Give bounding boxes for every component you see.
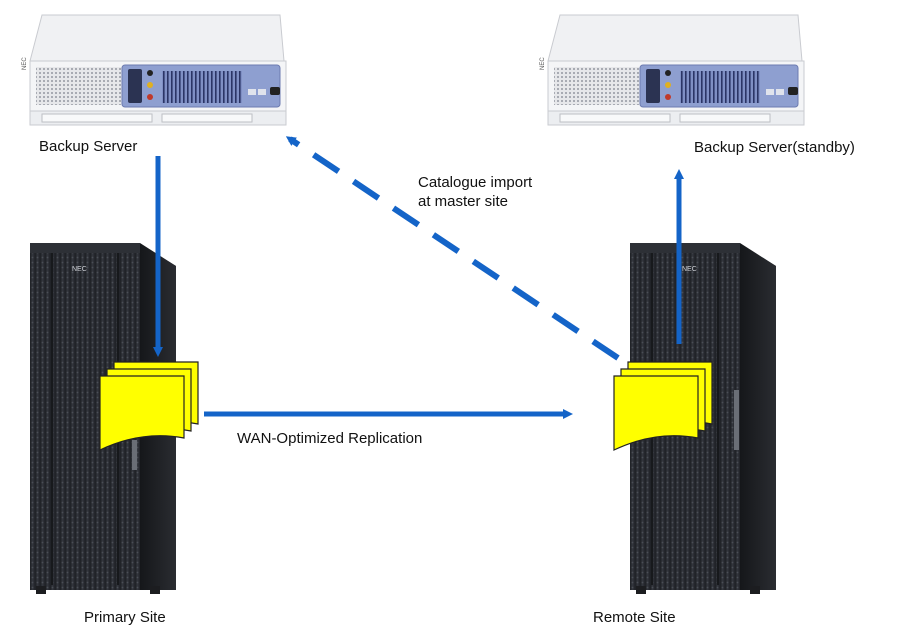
primary-site-label: Primary Site [84, 609, 166, 626]
remote-document-stack-icon [613, 361, 713, 451]
primary-rack-vendor-logo: NEC [72, 266, 87, 273]
backup-server-standby-vendor-logo: NEC [540, 57, 546, 70]
remote-rack-vendor-logo: NEC [682, 266, 697, 273]
replication-label: WAN-Optimized Replication [237, 430, 423, 447]
remote-site-label: Remote Site [593, 609, 676, 626]
backup-server-label: Backup Server [39, 138, 138, 155]
edge-catalogue-import [285, 136, 620, 361]
primary-document-stack-icon [99, 361, 199, 451]
backup-server-standby-label: Backup Server(standby) [694, 139, 855, 156]
catalogue-import-label-line-1: Catalogue import [418, 174, 533, 191]
backup-server-vendor-logo: NEC [22, 57, 28, 70]
backup-server-icon [29, 14, 287, 126]
catalogue-import-label-line-2: at master site [418, 193, 509, 210]
backup-server-standby-icon [547, 14, 805, 126]
